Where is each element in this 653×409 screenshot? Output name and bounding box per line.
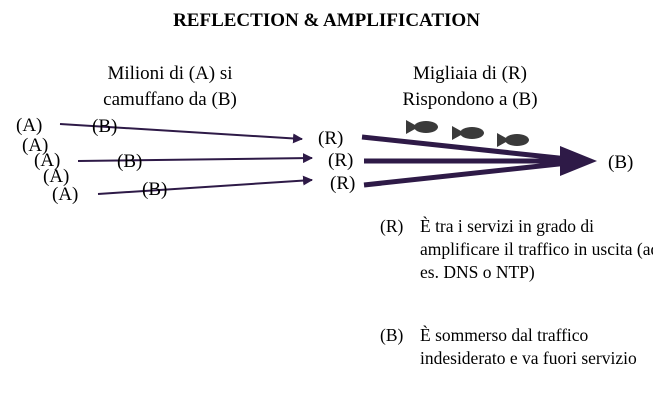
request-arrow-3 xyxy=(97,175,313,195)
attacker-node-5: (A) xyxy=(52,184,79,205)
diagram-title: REFLECTION & AMPLIFICATION xyxy=(173,10,480,31)
response-arrowhead xyxy=(560,146,597,176)
request-arrow-1 xyxy=(59,123,303,144)
left-caption-line2: camuffano da (B) xyxy=(103,89,237,110)
bomb-icon xyxy=(452,126,484,140)
left-caption: Milioni di (A) si camuffano da (B) xyxy=(80,61,260,113)
attacker-node-2: (A) xyxy=(22,135,49,156)
bomb-icon xyxy=(497,133,529,147)
reflector-node-3: (R) xyxy=(330,173,356,194)
legend-text: È sommerso dal traffico indesiderato e v… xyxy=(420,325,637,368)
attacker-node-1: (A) xyxy=(16,115,43,136)
legend-text: È tra i servizi in grado di amplificare … xyxy=(420,216,653,282)
right-caption-line2: Rispondono a (B) xyxy=(402,89,538,110)
victim-node: (B) xyxy=(608,152,634,173)
legend-item-reflector: (R) È tra i servizi in grado di amplific… xyxy=(380,215,653,307)
request-arrow-2 xyxy=(77,153,313,164)
spoofed-label-2: (B) xyxy=(117,151,143,172)
response-arrow-1 xyxy=(361,134,569,162)
reflector-node-1: (R) xyxy=(318,128,344,149)
attacker-node-3: (A) xyxy=(34,150,61,171)
attacker-node-4: (A) xyxy=(43,166,70,187)
left-caption-line1: Milioni di (A) si xyxy=(107,63,233,84)
spoofed-label-1: (B) xyxy=(92,116,118,137)
reflector-node-2: (R) xyxy=(328,150,354,171)
legend-key: (B) xyxy=(380,325,404,345)
spoofed-label-3: (B) xyxy=(142,179,168,200)
response-arrow-3 xyxy=(363,160,569,188)
right-caption: Migliaia di (R) Rispondono a (B) xyxy=(375,61,565,113)
legend-key: (R) xyxy=(380,216,404,236)
legend-item-victim: (B) È sommerso dal traffico indesiderato… xyxy=(380,324,650,399)
bomb-icon xyxy=(406,120,438,134)
right-caption-line1: Migliaia di (R) xyxy=(413,63,527,84)
